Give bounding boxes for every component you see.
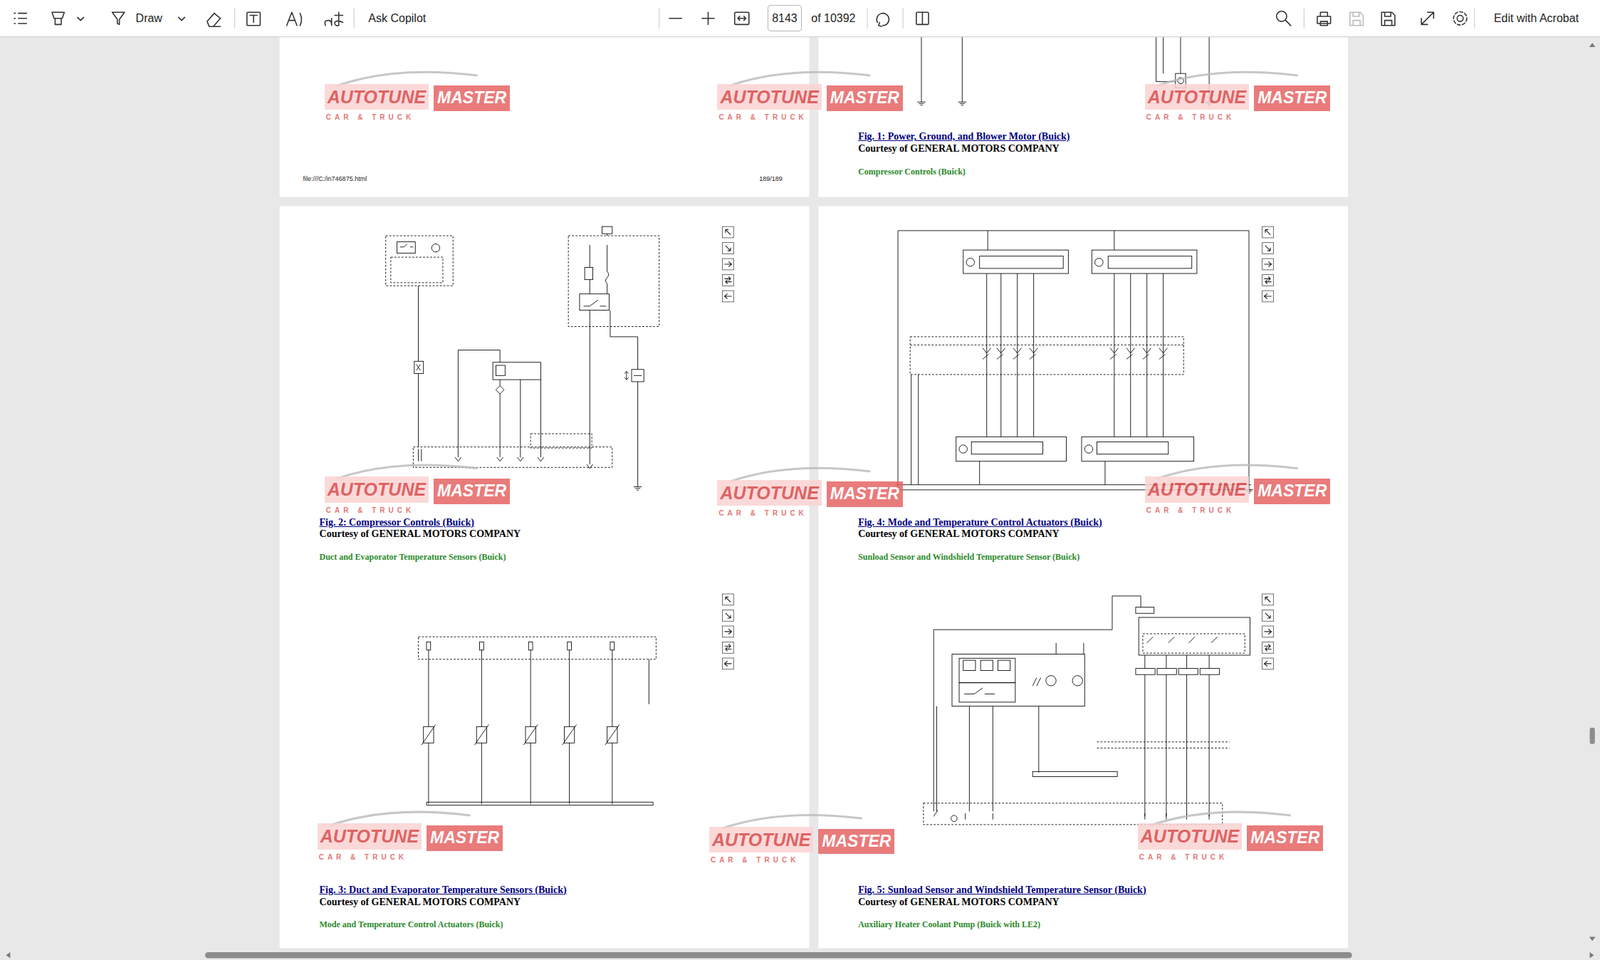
- nav-icon: [722, 642, 735, 654]
- watermark-text: CAR & TRUCK: [1144, 506, 1237, 515]
- nav-icon: [1262, 642, 1274, 654]
- figure-caption: Fig. 5: Sunload Sensor and Windshield Te…: [858, 884, 1146, 897]
- watermark-text: MASTER: [433, 85, 510, 112]
- watermark-text: AUTOTUNE: [709, 826, 814, 854]
- toolbar: [0, 0, 1600, 38]
- watermark-text: MASTER: [1246, 825, 1324, 851]
- watermark-text: AUTOTUNE: [717, 84, 822, 111]
- nav-icon: [1262, 242, 1274, 255]
- credit-line: Courtesy of GENERAL MOTORS COMPANY: [858, 143, 1060, 156]
- ground-symbol: [958, 101, 967, 106]
- nav-icon: [1262, 290, 1274, 302]
- wiring-schematic: [418, 636, 657, 805]
- toolbar-label: of 10392: [811, 11, 856, 25]
- toolbar-label: Edit with Acrobat: [1493, 11, 1579, 25]
- nav-icon: [722, 657, 735, 670]
- watermark-text: AUTOTUNE: [324, 476, 429, 503]
- nav-icon: [722, 226, 735, 238]
- watermark-text: MASTER: [1253, 478, 1331, 505]
- nav-icon: [722, 290, 735, 302]
- credit-line: Courtesy of GENERAL MOTORS COMPANY: [319, 528, 522, 541]
- pdf-page: [818, 30, 1348, 198]
- nav-icon: [722, 258, 735, 270]
- page-footer-text: file:///C:/in746875.html: [303, 175, 368, 183]
- section-heading: Duct and Evaporator Temperature Sensors …: [319, 551, 507, 562]
- nav-icon: [1262, 226, 1274, 238]
- section-heading: Auxiliary Heater Coolant Pump (Buick wit…: [858, 919, 1041, 930]
- nav-icon: [1262, 610, 1274, 622]
- nav-icon: [1262, 274, 1274, 287]
- credit-line: Courtesy of GENERAL MOTORS COMPANY: [858, 896, 1060, 909]
- watermark-text: CAR & TRUCK: [324, 113, 416, 122]
- watermark-text: MASTER: [826, 85, 903, 112]
- watermark-text: CAR & TRUCK: [717, 113, 809, 122]
- watermark-text: MASTER: [818, 828, 895, 855]
- page-number: 8143: [771, 12, 798, 25]
- nav-icon: [722, 274, 735, 287]
- watermark-text: AUTOTUNE: [1137, 823, 1242, 850]
- watermark-text: CAR & TRUCK: [709, 855, 801, 865]
- nav-icon: [722, 625, 735, 638]
- watermark-text: CAR & TRUCK: [1137, 853, 1230, 862]
- section-heading: Compressor Controls (Buick): [858, 166, 966, 177]
- nav-icon: [1262, 593, 1274, 606]
- nav-icon: [1262, 258, 1274, 270]
- scrollbars: [6, 42, 1596, 958]
- ground-symbol: [633, 487, 642, 491]
- toolbar-icons: [14, 7, 1475, 29]
- watermark-text: MASTER: [1253, 85, 1331, 112]
- watermark-text: MASTER: [826, 481, 903, 507]
- figure-caption: Fig. 3: Duct and Evaporator Temperature …: [319, 884, 567, 897]
- ground-symbol: [917, 101, 925, 106]
- nav-icon: [722, 242, 735, 255]
- nav-icon: [1262, 625, 1274, 638]
- pdf-page: [818, 205, 1348, 948]
- nav-icon: [1262, 657, 1274, 670]
- watermark-text: MASTER: [426, 825, 503, 851]
- page-number-box: 8143: [767, 4, 803, 32]
- toolbar-label: Ask Copilot: [368, 11, 426, 25]
- toolbar-label: Draw: [136, 11, 163, 25]
- figure-caption: Fig. 1: Power, Ground, and Blower Motor …: [858, 131, 1070, 144]
- watermark-text: AUTOTUNE: [717, 479, 822, 507]
- nav-icon: [722, 610, 735, 622]
- watermark-text: AUTOTUNE: [317, 823, 422, 850]
- page-footer-text: 189/189: [759, 175, 783, 183]
- watermark-text: CAR & TRUCK: [717, 509, 809, 518]
- wiring-schematic: [385, 226, 660, 487]
- wiring-schematic: [923, 595, 1251, 825]
- figure-caption: Fig. 2: Compressor Controls (Buick): [319, 516, 475, 530]
- watermark-text: MASTER: [433, 478, 510, 505]
- nav-icon: [722, 593, 735, 606]
- pdf-page: [279, 30, 810, 198]
- section-heading: Sunload Sensor and Windshield Temperatur…: [858, 551, 1080, 562]
- watermark-text: CAR & TRUCK: [324, 506, 416, 515]
- figure-caption: Fig. 4: Mode and Temperature Control Act…: [858, 516, 1102, 530]
- watermark-text: AUTOTUNE: [1144, 84, 1249, 111]
- credit-line: Courtesy of GENERAL MOTORS COMPANY: [858, 528, 1060, 541]
- watermark-text: AUTOTUNE: [324, 84, 429, 111]
- wiring-schematic: [895, 230, 1252, 490]
- watermark-text: AUTOTUNE: [1144, 476, 1249, 503]
- watermark-text: CAR & TRUCK: [317, 853, 409, 862]
- credit-line: Courtesy of GENERAL MOTORS COMPANY: [319, 896, 522, 909]
- watermark-text: CAR & TRUCK: [1144, 113, 1237, 122]
- section-heading: Mode and Temperature Control Actuators (…: [319, 919, 504, 930]
